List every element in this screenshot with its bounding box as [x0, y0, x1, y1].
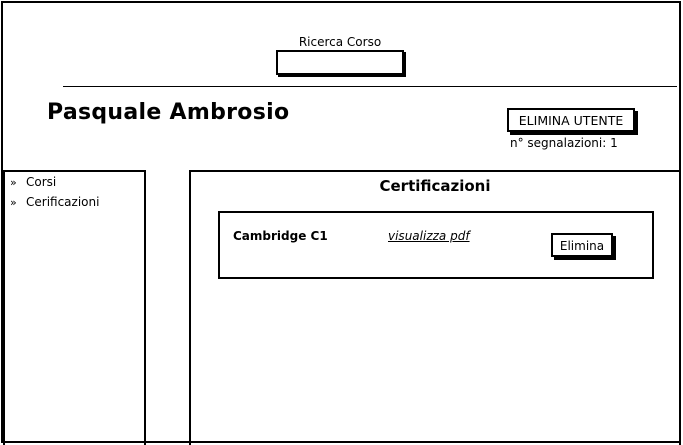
- search-label: Ricerca Corso: [298, 35, 382, 49]
- certification-card: [218, 211, 654, 279]
- double-chevron-right-icon: »: [10, 175, 17, 189]
- certification-name: Cambridge C1: [233, 229, 328, 243]
- sidebar-item-label: Corsi: [26, 175, 57, 189]
- view-pdf-link[interactable]: visualizza pdf: [388, 229, 470, 243]
- sidebar-item-certificazioni[interactable]: » Cerificazioni: [10, 195, 99, 209]
- delete-user-button[interactable]: ELIMINA UTENTE: [507, 108, 635, 132]
- course-search-input[interactable]: [276, 50, 404, 75]
- delete-certification-button[interactable]: Elimina: [551, 233, 613, 257]
- main-panel: [189, 170, 681, 445]
- sidebar: [3, 170, 146, 445]
- sidebar-item-corsi[interactable]: » Corsi: [10, 175, 56, 189]
- double-chevron-right-icon: »: [10, 195, 17, 209]
- reports-count: n° segnalazioni: 1: [510, 136, 618, 150]
- user-name: Pasquale Ambrosio: [47, 100, 290, 125]
- header-divider: [63, 86, 677, 87]
- sidebar-item-label: Cerificazioni: [26, 195, 100, 209]
- page-title: Certificazioni: [379, 177, 491, 195]
